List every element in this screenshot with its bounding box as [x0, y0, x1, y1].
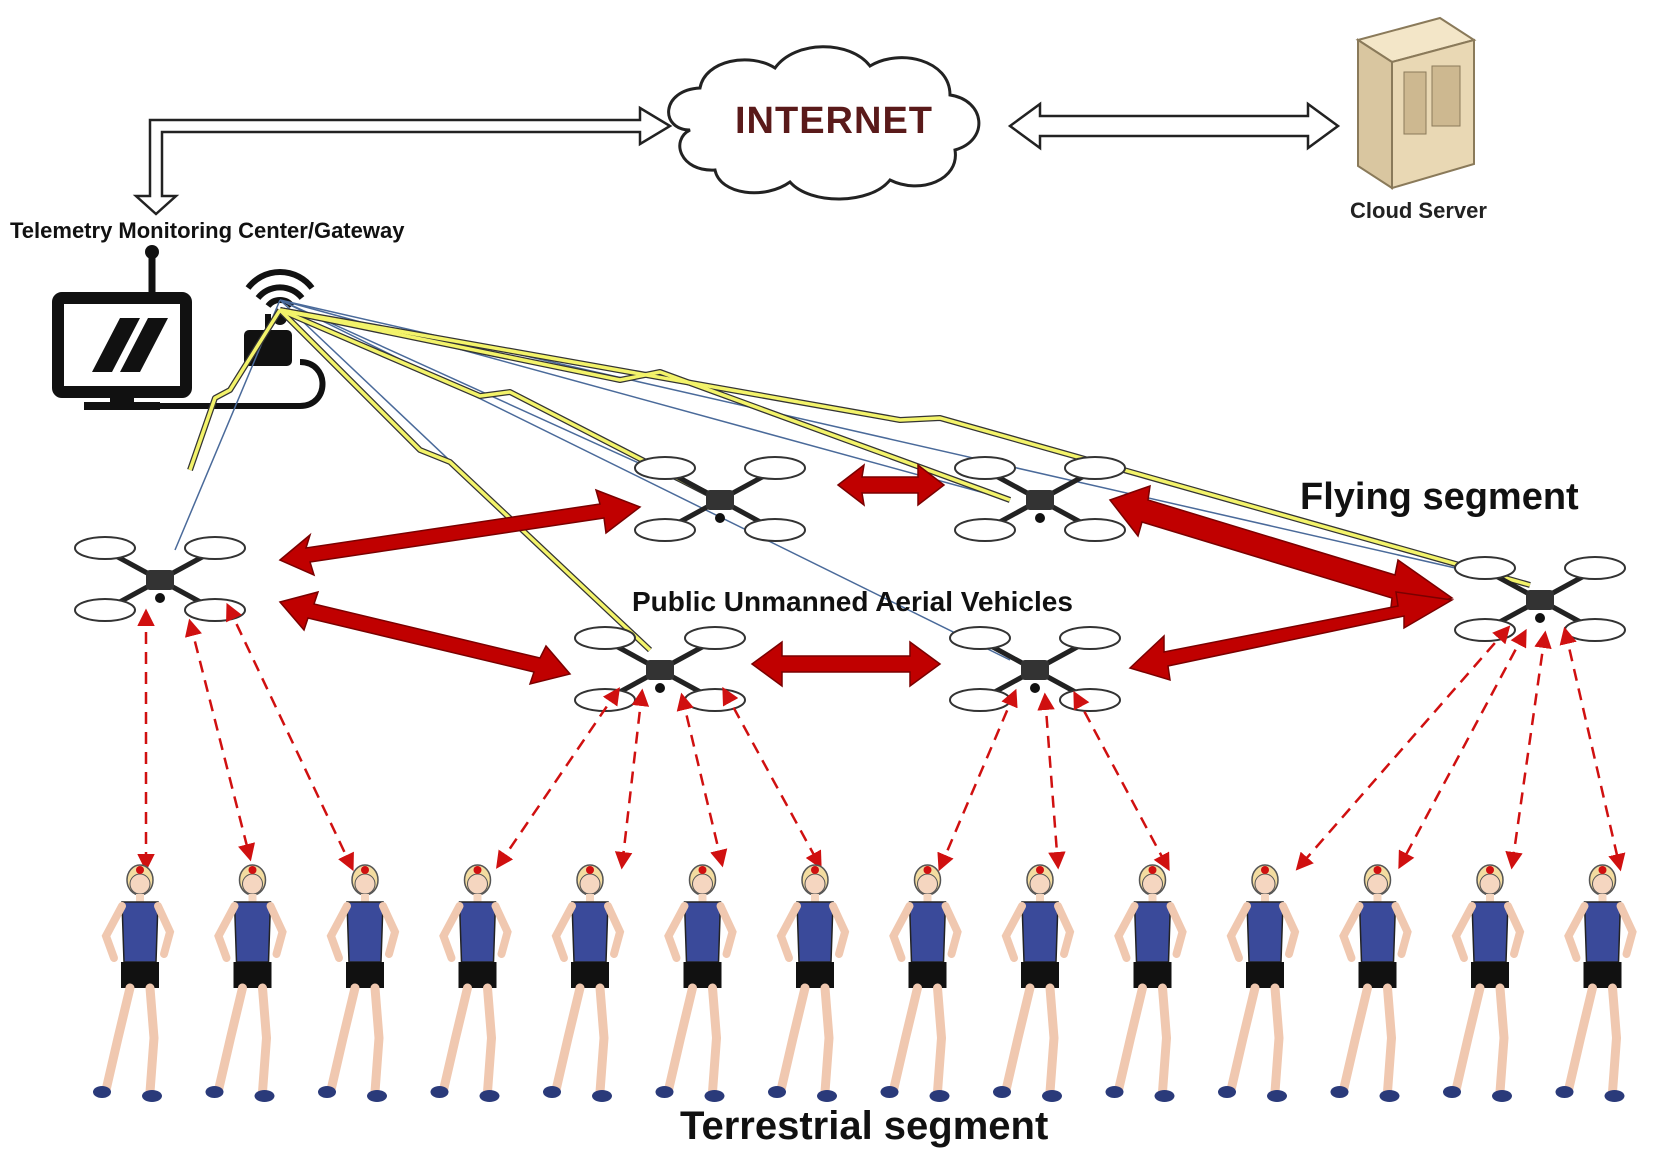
monitor-icon	[52, 245, 326, 410]
drone-4	[575, 627, 745, 711]
runner-3	[318, 864, 400, 1102]
internet-cloud-server-arrow	[1007, 101, 1341, 151]
drone-1	[75, 537, 245, 621]
runners-group	[93, 864, 1637, 1102]
runner-9	[993, 864, 1075, 1102]
gateway-internet-arrow	[132, 105, 673, 216]
runner-8	[880, 864, 962, 1102]
uav-links	[278, 463, 1455, 688]
runner-1	[93, 864, 175, 1102]
public-uav-label: Public Unmanned Aerial Vehicles	[632, 586, 1073, 617]
cloud-server-icon	[1355, 16, 1477, 190]
runner-11	[1218, 864, 1300, 1102]
terrestrial-segment-label: Terrestrial segment	[680, 1104, 1049, 1148]
runner-7	[768, 864, 850, 1102]
runner-5	[543, 864, 625, 1102]
runner-14	[1555, 864, 1637, 1102]
telemetry-label: Telemetry Monitoring Center/Gateway	[10, 218, 405, 243]
drone-2	[635, 457, 805, 541]
cloud-server-label: Cloud Server	[1350, 198, 1487, 223]
runner-13	[1443, 864, 1525, 1102]
drone-5	[950, 627, 1120, 711]
drone-6	[1455, 557, 1625, 641]
runner-10	[1105, 864, 1187, 1102]
internet-cloud	[667, 45, 981, 201]
internet-label: INTERNET	[735, 100, 933, 142]
runner-2	[205, 864, 287, 1102]
runner-4	[430, 864, 512, 1102]
runner-12	[1330, 864, 1412, 1102]
runner-6	[655, 864, 737, 1102]
flying-segment-label: Flying segment	[1300, 476, 1579, 518]
body-sensor-links	[137, 602, 1626, 872]
drone-3	[955, 457, 1125, 541]
